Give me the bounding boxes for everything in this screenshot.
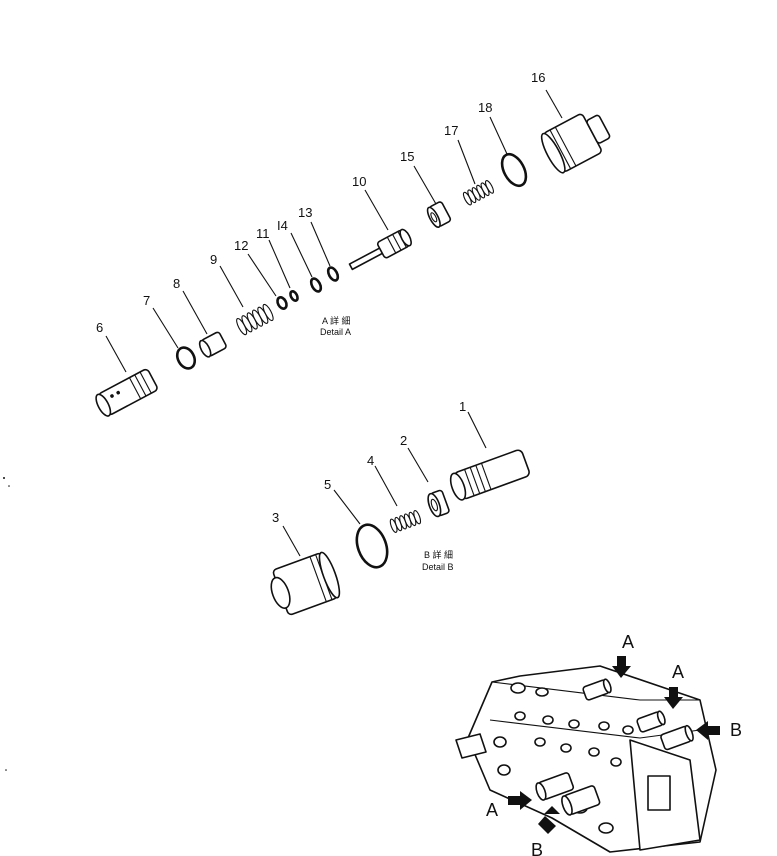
callout-4: 4 (367, 453, 374, 468)
marker-a-left: A (486, 800, 498, 820)
detail-a-caption: Detail A (320, 327, 351, 337)
part-8-sleeve (198, 331, 227, 358)
part-9-spring (236, 303, 274, 336)
detail-b-caption: Detail B (422, 562, 454, 572)
arrow-b-bottom (538, 806, 560, 834)
marker-b-right: B (730, 720, 742, 740)
callout-7: 7 (143, 293, 150, 308)
callout-8: 8 (173, 276, 180, 291)
callout-9: 9 (210, 252, 217, 267)
callout-15: 15 (400, 149, 414, 164)
callout-6: 6 (96, 320, 103, 335)
part-2-nut (427, 489, 450, 518)
callout-16: 16 (531, 70, 545, 85)
control-valve-assembly (455, 665, 717, 853)
callout-18: 18 (478, 100, 492, 115)
callout-2: 2 (400, 433, 407, 448)
part-4-spring (389, 510, 422, 533)
arrow-a-top (612, 656, 631, 678)
part-11-ring (289, 290, 299, 302)
detail-b-jp-caption: B 詳 細 (424, 549, 453, 560)
part-7-ring (175, 346, 197, 370)
arrow-a-mid (664, 687, 683, 709)
part-10-poppet (348, 228, 412, 271)
part-6-plug (95, 368, 158, 417)
callout-11: 11 (256, 226, 270, 241)
callout-12: 12 (234, 238, 248, 253)
part-1-sleeve (449, 449, 530, 501)
arrow-b-right (696, 721, 720, 740)
arrow-a-left (508, 791, 532, 810)
callout-1: 1 (459, 399, 466, 414)
part-3-cap (270, 551, 341, 616)
part-14-oring (309, 277, 323, 293)
callout-5: 5 (324, 477, 331, 492)
detail-a-jp-caption: A 詳 細 (322, 315, 351, 326)
marker-a-top: A (622, 632, 634, 652)
part-5-oring (355, 523, 389, 569)
callout-10: 10 (352, 174, 366, 189)
part-13-oring (326, 266, 340, 282)
part-18-oring (500, 152, 528, 188)
part-15-nut (426, 201, 452, 228)
part-12-washer (276, 296, 288, 310)
callout-3: 3 (272, 510, 279, 525)
part-16-cap (540, 113, 611, 174)
callout-17: 17 (444, 123, 458, 138)
marker-b-bottom: B (531, 840, 543, 856)
callout-13: 13 (298, 205, 312, 220)
callout-14: I4 (277, 218, 288, 233)
marker-a-mid: A (672, 662, 684, 682)
part-17-spring (462, 180, 494, 206)
